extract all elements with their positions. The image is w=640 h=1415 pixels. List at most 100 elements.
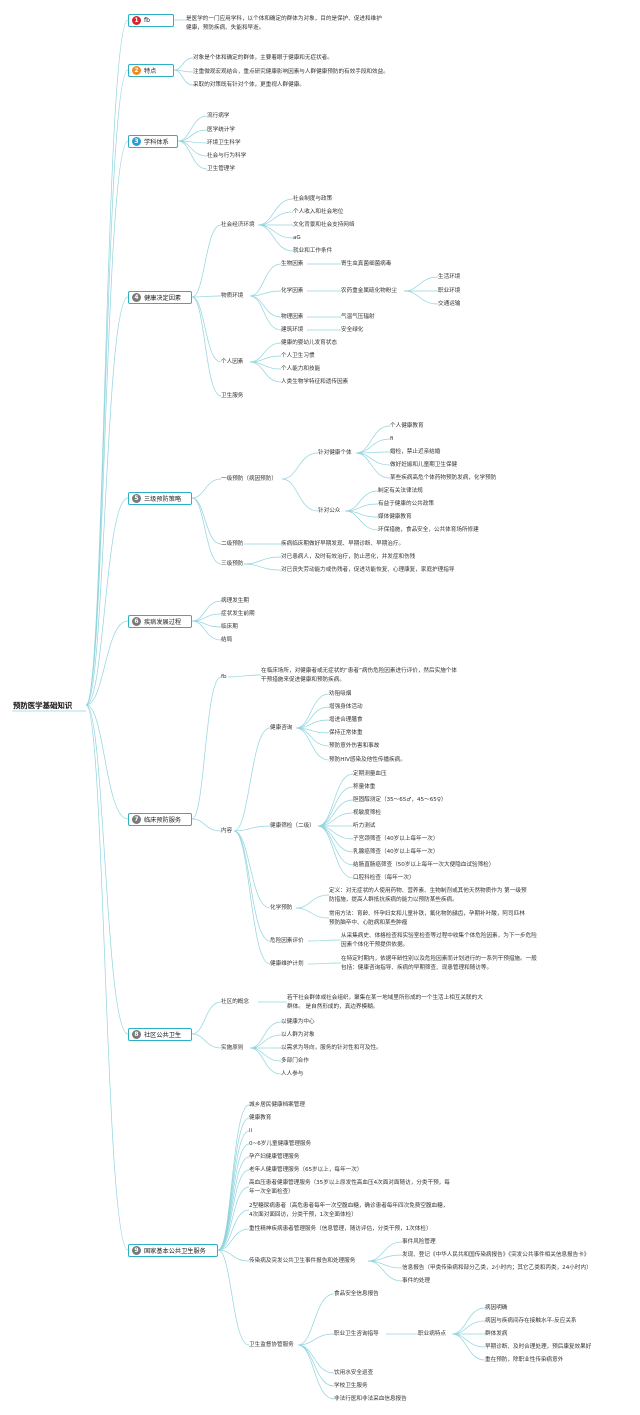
- badge-9: 9: [132, 1246, 141, 1255]
- connector-line: [355, 438, 391, 454]
- s5-public-item: 环保措施，食品安全，公共体育场所修建: [378, 527, 479, 533]
- s8-principle: 以人群为对象: [281, 1032, 315, 1038]
- s7-chemo-def-line2: 防措施，提高人群抵抗疾病的能力以预防某些疾病。: [329, 897, 458, 903]
- section-5-label: 三级预防策略: [144, 496, 182, 503]
- connector-line: [217, 1143, 250, 1251]
- s5-public-item: 有益于健康的公共政策: [378, 501, 434, 507]
- s4-personal-item: 个人卫生习惯: [281, 353, 315, 359]
- connector-line: [191, 818, 222, 832]
- connector-line: [191, 497, 222, 565]
- connector-line: [451, 1333, 486, 1348]
- connector-line: [344, 490, 379, 512]
- s2-item: 注重微观宏观结合，重点研究健康影响因素与人群健康预防的有效手段和效益。: [193, 69, 389, 75]
- s5-indiv-item: 做好妊娠和儿童期卫生保健: [390, 462, 458, 468]
- s8-principles-label: 实施原则: [221, 1045, 244, 1051]
- s5-public-label: 针对公众: [318, 508, 341, 514]
- s5-secondary-text: 疾病临床期做好早期发现、早期诊断、早期治疗。: [281, 541, 405, 547]
- s4-phys-label: 物质环境: [221, 293, 244, 299]
- s7-risk-line1: 从采集病史、体格检查和实验室检查等过程中收集个体危险因素，为下一步危险: [341, 933, 537, 939]
- s3-item: 社会与行为科学: [207, 153, 247, 159]
- s9-diab-line1: 2型糖尿病患者（高危患者每年一次空腹血糖，确诊患者每年四次免费空腹血糖，: [249, 1203, 449, 1209]
- connector-line: [191, 296, 222, 363]
- s7-exam-item: 子宫颈筛查（40岁以上每年一次）: [353, 836, 439, 842]
- badge-1: 1: [132, 16, 141, 25]
- connector-line: [177, 129, 208, 142]
- s6-item: 症状发生前期: [221, 611, 255, 617]
- section-6-label: 疾病发展过程: [144, 619, 182, 626]
- s9-item: 健康教育: [249, 1115, 272, 1121]
- s9-infect-item: 发现、登记《中华人民共和国传染病报告》《突发公共事件相关信息报告卡》: [402, 1252, 590, 1258]
- s4-chem-sub: 职业环境: [438, 288, 461, 294]
- connector-line: [191, 600, 222, 622]
- connector-line: [344, 510, 379, 531]
- s9-item: 老年人健康管理服务（65岁以上，每年一次）: [249, 1167, 363, 1173]
- s7-chemo-use-line2: 预防脑卒中、心脏病和某些肿瘤: [329, 920, 408, 926]
- s4-bio-detail: 寄生虫真菌细菌病毒: [341, 261, 392, 267]
- s9-occ-item: 群体发病: [485, 1331, 508, 1337]
- connector-line: [295, 727, 330, 761]
- s7-risk-label: 危险因素评价: [270, 938, 304, 944]
- connector-line: [243, 556, 282, 565]
- connector-line: [233, 825, 271, 832]
- section-2-node[interactable]: 2 特点: [128, 64, 174, 77]
- s9-rest: 饮用水安全巡查: [334, 1370, 374, 1376]
- connector-line: [191, 296, 222, 397]
- root-title: 预防医学基础知识: [13, 701, 73, 710]
- connector-line: [355, 452, 391, 466]
- connector-line: [217, 1169, 250, 1251]
- connector-line: [307, 962, 342, 965]
- connector-line: [233, 830, 271, 909]
- connector-line: [317, 786, 354, 827]
- section-5-node[interactable]: 5 三级预防策略: [128, 492, 192, 505]
- s7-exam-item: 胆固醇测定（35～65♂，45～65♀）: [353, 797, 447, 803]
- section-4-node[interactable]: 4 健康决定因素: [128, 291, 192, 304]
- s7-exam-item: 结肠直肠癌筛查（50岁以上每年一次大便隐血试验筛检）: [353, 862, 495, 868]
- connector-line: [281, 478, 319, 512]
- connector-line: [297, 1344, 335, 1387]
- section-3-node[interactable]: 3 学科体系: [128, 135, 178, 148]
- s9-item: 0~6岁儿童健康管理服务: [249, 1141, 312, 1147]
- connector-line: [451, 1307, 486, 1335]
- badge-2: 2: [132, 66, 141, 75]
- section-7-label: 临床预防服务: [144, 817, 182, 824]
- s7-content-label: 内容: [221, 828, 233, 834]
- s9-occ-item: 重在预防，除职业性传染病意外: [485, 1357, 564, 1363]
- section-3-label: 学科体系: [144, 139, 169, 146]
- s5-indiv-label: 针对健康个体: [318, 450, 352, 456]
- s8-concept-line1: 若干社会群体或社会组织，聚集在某一地域里所形成的一个生活上相互关联的大: [287, 995, 483, 1001]
- connector-line: [451, 1320, 486, 1335]
- s5-indiv-item: fi: [390, 436, 394, 442]
- section-8-node[interactable]: 8 社区公共卫生: [128, 1028, 192, 1041]
- s4-chem-detail: 农药重金属硫化物粉尘: [341, 288, 397, 294]
- s9-occ-item: 早期诊断、及时合理处理，预后康复效果好: [485, 1344, 592, 1350]
- connector-line: [233, 830, 271, 942]
- s3-item: 流行病学: [207, 113, 230, 119]
- section-8-label: 社区公共卫生: [144, 1032, 182, 1039]
- s6-item: 病理发生期: [221, 598, 249, 604]
- section-7-node[interactable]: 7 临床预防服务: [128, 813, 192, 826]
- connector-line: [191, 1001, 222, 1035]
- s9-supervise-label: 卫生监督协管服务: [249, 1342, 294, 1348]
- connector-line: [191, 295, 222, 298]
- s5-public-item: 制定有关法律法规: [378, 488, 423, 494]
- s7-fb-text-line1: 在临床场所，对健康者或无症状的“患者”病伤危险因素进行评价，然后实施个体: [261, 668, 457, 674]
- section-9-node[interactable]: 9 国家基本公共卫生服务: [128, 1244, 218, 1257]
- s4-personal-label: 个人因素: [221, 359, 244, 365]
- s9-item: li: [249, 1128, 253, 1134]
- s8-principle: 多部门合作: [281, 1058, 309, 1064]
- s5-public-item: 媒体健康教育: [378, 514, 412, 520]
- badge-5: 5: [132, 494, 141, 503]
- s5-indiv-item: 个人健康教育: [390, 423, 424, 429]
- s7-risk-line2: 因素个体化干预提供依据。: [341, 942, 409, 948]
- s4-socio-item: 就业和工作条件: [293, 248, 333, 254]
- s9-mental: 重性精神疾病患者管理服务（信息管理，随访评估，分类干预，1次体检）: [249, 1226, 432, 1232]
- s4-socio-item: 个人收入和社会地位: [293, 209, 344, 215]
- section-6-node[interactable]: 6 疾病发展过程: [128, 615, 192, 628]
- s7-exam-item: 听力测试: [353, 823, 376, 829]
- section-1-node[interactable]: 1 fb: [128, 14, 174, 27]
- s5-indiv-item: 某些疾病高危个体药物预防发病，化学预防: [390, 475, 497, 481]
- s9-infect-label: 传染病及突发公共卫生事件报告和处理服务: [249, 1258, 356, 1264]
- connector-line: [217, 1156, 250, 1251]
- s4-physical-detail: 气温气压辐射: [341, 314, 375, 320]
- s7-consult-label: 健康咨询: [270, 725, 293, 731]
